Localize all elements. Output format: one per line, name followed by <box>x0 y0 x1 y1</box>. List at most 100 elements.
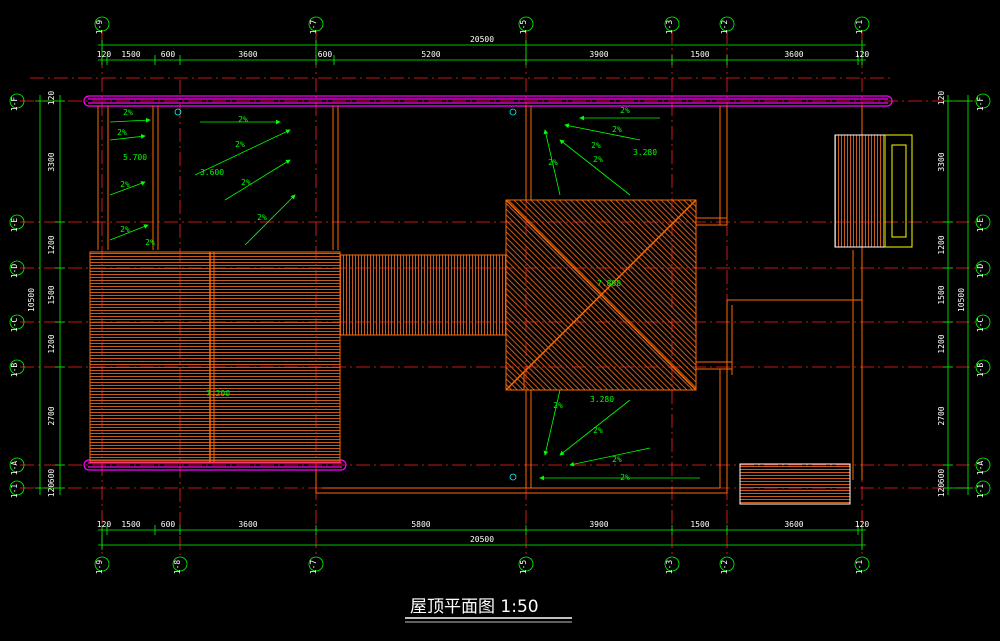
axis-bubble-right-circle <box>975 260 991 276</box>
axis-bubble-left-circle <box>9 260 25 276</box>
top-dimension: 5200 <box>421 50 440 59</box>
right-dimension: 1200 <box>937 235 946 254</box>
axis-bubble-bottom: 1-5 <box>519 560 528 575</box>
axis-bubble-bottom: 1-7 <box>309 560 318 575</box>
top-dimension: 120 <box>97 50 112 59</box>
bottom-dimension: 5800 <box>411 520 430 529</box>
bottom-dimension: 1500 <box>121 520 140 529</box>
slope-label: 2% <box>145 238 155 247</box>
axis-bubble-left: 1-F <box>10 97 19 112</box>
slope-label: 2% <box>117 128 127 137</box>
axis-bubble-bottom: 1-2 <box>720 560 729 575</box>
dimension-ticks <box>35 40 973 550</box>
axis-bubble-bottom: 1-3 <box>665 560 674 575</box>
axis-bubble-left: 1-D <box>10 264 19 279</box>
axis-bubble-bottom-circle <box>518 556 534 572</box>
slope-label: 2% <box>553 401 563 410</box>
elevation-label: 3.280 <box>633 148 657 157</box>
top-dimension: 600 <box>161 50 176 59</box>
left-dimension: 1500 <box>47 285 56 304</box>
slope-label: 2% <box>120 180 130 189</box>
elevation-label: 5.700 <box>123 153 147 162</box>
elevation-label: 3.600 <box>200 168 224 177</box>
right-dimension: 600 <box>937 469 946 484</box>
axis-bubble-top: 1-9 <box>95 20 104 35</box>
right-dimension: 2700 <box>937 406 946 425</box>
axis-bubble-left-circle <box>9 314 25 330</box>
axis-bubble-right: 1-E <box>976 218 985 233</box>
top-dimension: 600 <box>318 50 333 59</box>
bottom-dimension: 120 <box>97 520 112 529</box>
slope-label: 2% <box>120 225 130 234</box>
slope-label: 2% <box>548 158 558 167</box>
bottom-dimension: 120 <box>855 520 870 529</box>
axis-bubble-left: 1-B <box>10 363 19 378</box>
drawing-title: 屋顶平面图 1:50 <box>410 597 539 617</box>
axis-bubble-left-circle <box>9 457 25 473</box>
top-dimension: 1500 <box>121 50 140 59</box>
slope-arrows <box>109 115 700 481</box>
axis-bubble-right-circle <box>975 214 991 230</box>
slope-label: 2% <box>591 141 601 150</box>
axis-bubble-right-circle <box>975 457 991 473</box>
axis-bubble-left-circle <box>9 359 25 375</box>
axis-bubble-top-circle <box>719 16 735 32</box>
dimension-lines <box>39 44 969 546</box>
right-dimension: 120 <box>937 483 946 498</box>
left-dimension: 1200 <box>47 334 56 353</box>
axis-bubble-right: 1-A <box>976 461 985 476</box>
axis-bubble-bottom-circle <box>94 556 110 572</box>
right-dimension: 3300 <box>937 152 946 171</box>
top-dimension: 3900 <box>589 50 608 59</box>
axis-bubbles <box>9 16 991 572</box>
axis-bubble-bottom-circle <box>664 556 680 572</box>
axis-bubble-left-circle <box>9 480 25 496</box>
slope-label: 2% <box>612 125 622 134</box>
left-dimension: 120 <box>47 483 56 498</box>
axis-bubble-bottom-circle <box>719 556 735 572</box>
slope-label: 2% <box>241 178 251 187</box>
left-total-dimension: 10500 <box>27 288 36 312</box>
bottom-dimension: 3600 <box>238 520 257 529</box>
axis-bubble-right: 1-C <box>976 318 985 333</box>
top-dimension: 1500 <box>690 50 709 59</box>
axis-bubble-left: 1-1 <box>10 484 19 499</box>
left-dimension: 1200 <box>47 235 56 254</box>
axis-bubble-bottom: 1-1 <box>855 560 864 575</box>
left-dimension: 2700 <box>47 406 56 425</box>
axis-bubble-top-circle <box>518 16 534 32</box>
elevation-label: 7.800 <box>597 279 621 288</box>
left-dimension: 600 <box>47 469 56 484</box>
top-dimension: 3600 <box>238 50 257 59</box>
roof-hatch-areas <box>89 134 913 505</box>
slope-label: 2% <box>620 106 630 115</box>
axis-bubble-left-circle <box>9 214 25 230</box>
slope-label: 2% <box>235 140 245 149</box>
elevation-label: 7.200 <box>206 389 230 398</box>
right-dimension: 1200 <box>937 334 946 353</box>
drain-symbols <box>174 108 517 481</box>
axis-bubble-bottom-circle <box>854 556 870 572</box>
axis-bubble-bottom: 1-8 <box>173 560 182 575</box>
axis-bubble-bottom-circle <box>172 556 188 572</box>
bottom-total-dimension: 20500 <box>470 535 494 544</box>
axis-bubble-top: 1-3 <box>665 20 674 35</box>
top-dimension: 120 <box>855 50 870 59</box>
axis-bubble-right-circle <box>975 480 991 496</box>
slope-label: 2% <box>257 213 267 222</box>
axis-bubble-left: 1-C <box>10 318 19 333</box>
top-dimension: 3600 <box>784 50 803 59</box>
slope-label: 2% <box>593 426 603 435</box>
slope-label: 2% <box>238 115 248 124</box>
top-total-dimension: 20500 <box>470 35 494 44</box>
axis-bubble-right-circle <box>975 359 991 375</box>
elevation-label: 3.280 <box>590 395 614 404</box>
right-dimension: 120 <box>937 91 946 106</box>
bottom-dimension: 3900 <box>589 520 608 529</box>
axis-bubble-right-circle <box>975 93 991 109</box>
bottom-dimension: 1500 <box>690 520 709 529</box>
axis-bubble-left-circle <box>9 93 25 109</box>
slope-label: 2% <box>612 455 622 464</box>
